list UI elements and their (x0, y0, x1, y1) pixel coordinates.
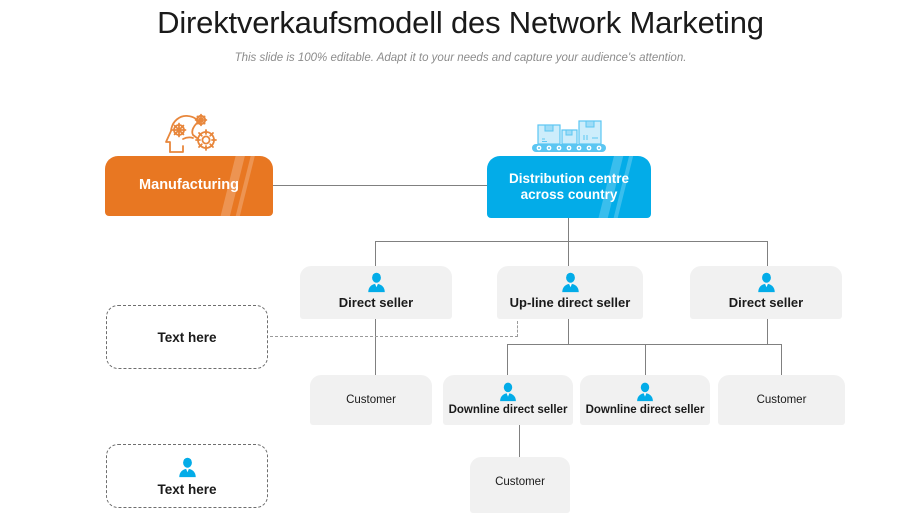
connector-downline-bus (507, 344, 782, 346)
person-icon (559, 271, 582, 294)
distribution-label: Distribution centre across country (509, 171, 629, 204)
legend-box-1[interactable]: Text here (106, 305, 268, 369)
person-icon (176, 456, 199, 479)
connector-direct-seller-1-to-customer (375, 319, 377, 375)
customer-label-2: Customer (756, 394, 807, 406)
downline-direct-seller-node-2[interactable]: Downline direct seller (580, 375, 710, 425)
customer-node-3[interactable]: Customer (470, 457, 570, 513)
downline-direct-seller-label-2: Downline direct seller (585, 404, 705, 416)
upline-direct-seller-node[interactable]: Up-line direct seller (497, 266, 643, 319)
connector-downline-to-customer (519, 420, 521, 457)
distribution-label-line1: Distribution centre (508, 170, 629, 186)
legend-label-2: Text here (157, 481, 217, 497)
customer-label-3: Customer (495, 476, 545, 488)
distribution-label-line2: across country (520, 187, 618, 202)
downline-direct-seller-node-1[interactable]: Downline direct seller (443, 375, 573, 425)
connector-to-customer-right (781, 344, 783, 375)
person-icon (634, 381, 656, 403)
direct-seller-label-2: Direct seller (728, 295, 804, 310)
manufacturing-label: Manufacturing (139, 177, 239, 194)
connector-to-direct-seller-2 (767, 241, 769, 266)
distribution-node[interactable]: Distribution centre across country (487, 156, 651, 218)
manufacturing-gear-head-icon (163, 111, 219, 155)
connector-to-upline-seller (568, 241, 570, 266)
connector-manufacturing-distribution (272, 185, 488, 187)
connector-to-downline-seller-1 (507, 344, 509, 375)
legend-label-1: Text here (157, 329, 217, 345)
connector-to-downline-seller-2 (645, 344, 647, 375)
page-title: Direktverkaufsmodell des Network Marketi… (157, 5, 764, 40)
direct-seller-node-1[interactable]: Direct seller (300, 266, 452, 319)
person-icon (755, 271, 778, 294)
person-icon (497, 381, 519, 403)
direct-seller-label-1: Direct seller (338, 295, 414, 310)
page-subtitle: This slide is 100% editable. Adapt it to… (234, 52, 687, 64)
connector-to-direct-seller-1 (375, 241, 377, 266)
manufacturing-node[interactable]: Manufacturing (105, 156, 273, 216)
conveyor-boxes-icon (530, 117, 608, 155)
person-icon (365, 271, 388, 294)
customer-node-2[interactable]: Customer (718, 375, 845, 425)
connector-upline-down (568, 319, 570, 345)
legend-box-2[interactable]: Text here (106, 444, 268, 508)
connector-legend-dashed (265, 336, 518, 337)
connector-direct-seller-2-down (767, 319, 769, 344)
connector-distribution-down (568, 218, 570, 242)
upline-direct-seller-label: Up-line direct seller (509, 295, 631, 310)
customer-node-1[interactable]: Customer (310, 375, 432, 425)
direct-seller-node-2[interactable]: Direct seller (690, 266, 842, 319)
customer-label-1: Customer (346, 394, 396, 406)
downline-direct-seller-label-1: Downline direct seller (448, 404, 568, 416)
connector-legend-dashed-stub (517, 321, 518, 337)
connector-seller-bus (375, 241, 768, 243)
